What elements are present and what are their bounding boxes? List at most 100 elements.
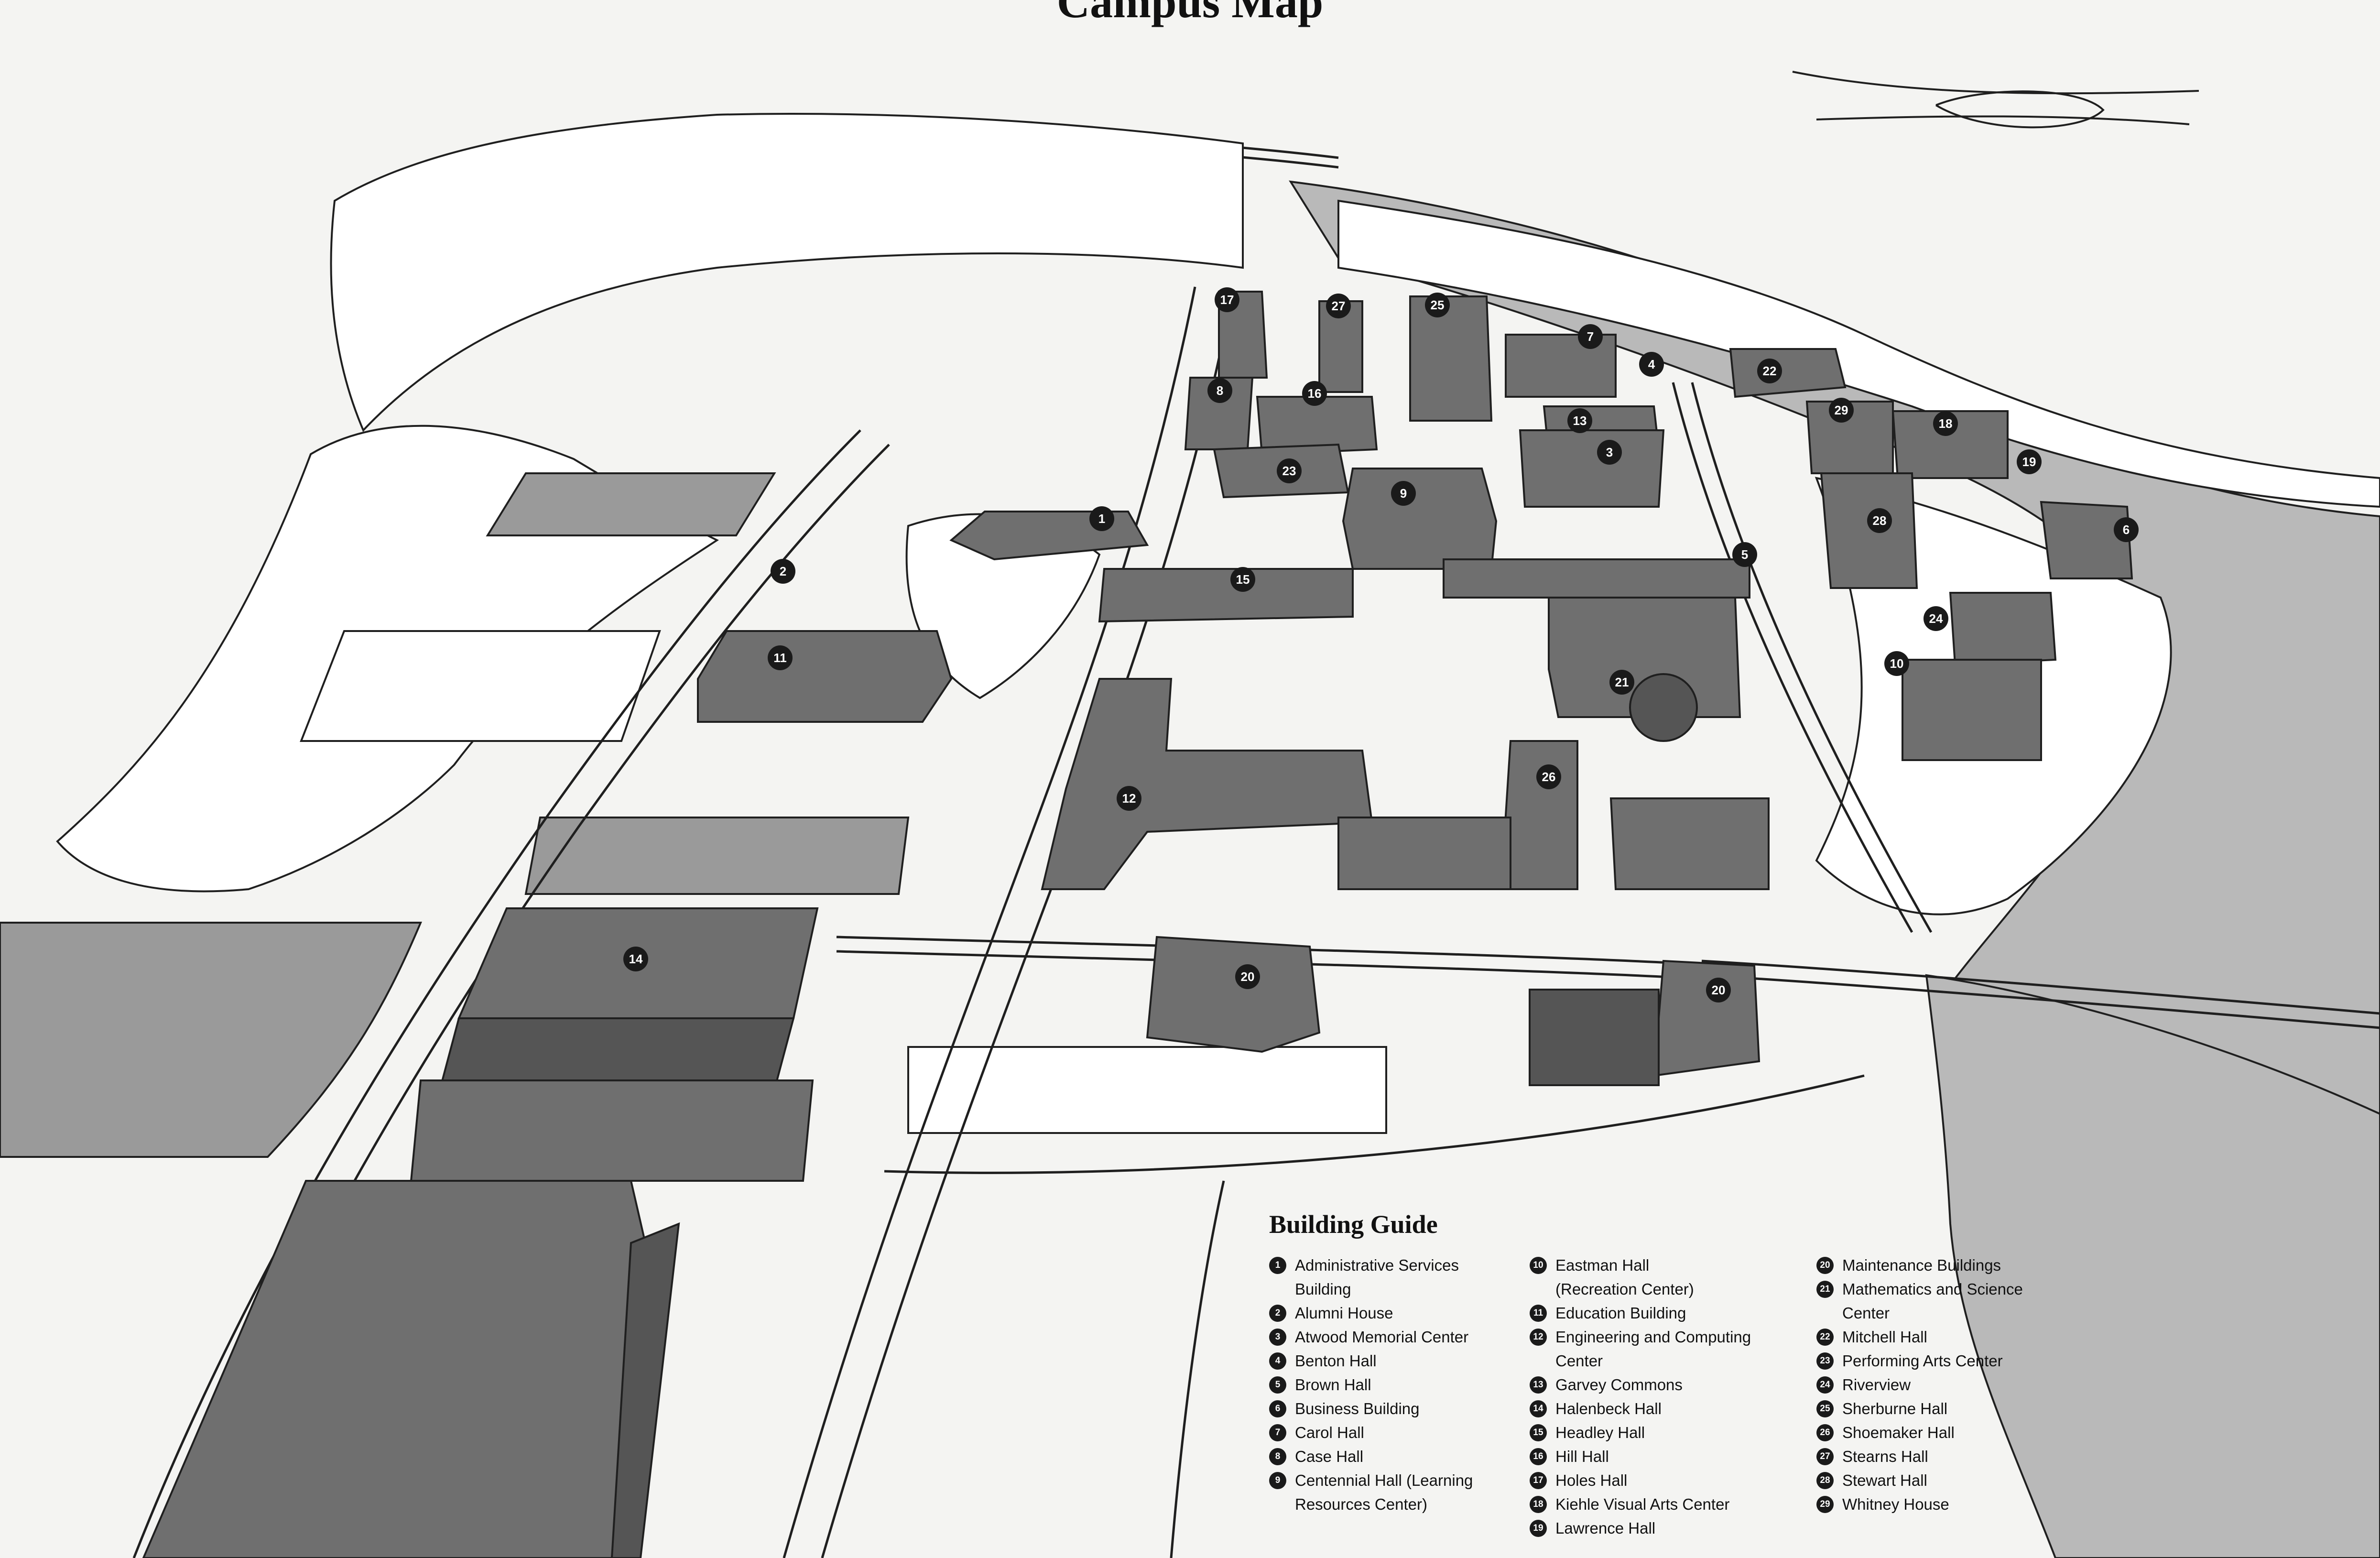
guide-entry-name: Case Hall (1295, 1448, 1364, 1465)
guide-entry-number: 4 (1269, 1352, 1286, 1370)
building-maintenance-2 (1652, 959, 1761, 1077)
building-hill (1256, 396, 1378, 456)
building-business (2040, 501, 2133, 579)
svg-text:9: 9 (1400, 486, 1407, 501)
guide-entry-name: Brown Hall (1295, 1376, 1371, 1394)
svg-text:27: 27 (1332, 299, 1346, 313)
svg-text:5: 5 (1741, 547, 1748, 562)
marker-22: 22 (1757, 359, 1782, 383)
marker-10: 10 (1884, 651, 1909, 676)
svg-text:20: 20 (1712, 983, 1726, 997)
building-lawrence (1891, 410, 2009, 479)
guide-entry-number: 9 (1269, 1472, 1286, 1489)
svg-text:20: 20 (1241, 970, 1255, 984)
guide-entry: 8 Case Hall (1269, 1445, 1530, 1469)
marker-23: 23 (1277, 458, 1302, 483)
marker-24: 24 (1924, 606, 1948, 631)
guide-entry-number: 8 (1269, 1448, 1286, 1465)
guide-entry-number: 23 (1816, 1352, 1834, 1370)
svg-text:23: 23 (1282, 464, 1296, 478)
highway-interchange (1792, 71, 2199, 129)
marker-29: 29 (1829, 398, 1854, 423)
guide-entry-number: 14 (1530, 1400, 1547, 1417)
guide-entry: 3 Atwood Memorial Center (1269, 1325, 1530, 1349)
guide-entry-name: Alumni House (1295, 1304, 1393, 1322)
guide-entry-number: 18 (1530, 1496, 1547, 1513)
guide-entry-number: 10 (1530, 1257, 1547, 1274)
marker-2: 2 (771, 559, 795, 584)
buildings (142, 291, 2133, 1558)
svg-text:12: 12 (1122, 791, 1136, 806)
guide-entry-number: 19 (1530, 1520, 1547, 1537)
guide-entry-number: 21 (1816, 1281, 1834, 1298)
building-atwood (1519, 429, 1665, 508)
guide-entry-name: Halenbeck Hall (1555, 1400, 1662, 1417)
guide-entry-name: Stewart Hall (1842, 1471, 1927, 1489)
svg-text:26: 26 (1542, 770, 1556, 784)
svg-text:22: 22 (1763, 364, 1777, 378)
guide-entry-name: Administrative Services Building (1295, 1256, 1459, 1298)
marker-1: 1 (1089, 506, 1114, 531)
svg-text:4: 4 (1648, 357, 1655, 371)
building-mitchell (1729, 348, 1847, 398)
building-centennial (1342, 468, 1498, 570)
guide-entry-name: Centennial Hall (Learning Resources Cent… (1295, 1471, 1473, 1513)
marker-20a: 20 (1235, 964, 1260, 989)
guide-entry-number: 12 (1530, 1329, 1547, 1346)
guide-entry-number: 29 (1816, 1496, 1834, 1513)
svg-text:10: 10 (1890, 656, 1904, 671)
guide-entry-name: Stearns Hall (1842, 1448, 1928, 1465)
svg-text:2: 2 (780, 564, 786, 578)
marker-8: 8 (1207, 378, 1232, 403)
svg-text:7: 7 (1587, 329, 1594, 344)
marker-3: 3 (1597, 440, 1622, 465)
guide-entry-number: 27 (1816, 1448, 1834, 1465)
guide-entry-number: 7 (1269, 1424, 1286, 1441)
planetarium-dome (1629, 673, 1698, 742)
building-shoemaker (1500, 740, 1578, 890)
guide-entry-name: Mathematics and Science Center (1842, 1280, 2023, 1322)
marker-18: 18 (1933, 411, 1958, 436)
svg-text:19: 19 (2022, 455, 2036, 469)
building-engineering (1041, 678, 1373, 890)
guide-entry-name: Hill Hall (1555, 1448, 1609, 1465)
guide-entry-name: Headley Hall (1555, 1424, 1645, 1441)
guide-entry-number: 15 (1530, 1424, 1547, 1441)
svg-text:21: 21 (1615, 675, 1629, 689)
svg-text:24: 24 (1929, 611, 1943, 626)
marker-21: 21 (1609, 670, 1634, 695)
marker-13: 13 (1567, 408, 1592, 433)
marker-6: 6 (2114, 517, 2139, 542)
marker-25: 25 (1425, 293, 1450, 317)
building-brown (1443, 558, 1750, 599)
building-holes (1218, 291, 1268, 379)
building-stewart (1820, 472, 1918, 589)
marker-5: 5 (1732, 542, 1757, 567)
svg-text:6: 6 (2123, 523, 2130, 537)
building-sherburne (1409, 295, 1493, 422)
guide-entry: 27 Stearns Hall (1816, 1445, 2103, 1469)
guide-entry-number: 28 (1816, 1472, 1834, 1489)
guide-entry-name: Riverview (1842, 1376, 1911, 1394)
guide-entry-number: 3 (1269, 1329, 1286, 1346)
guide-entry-name: Atwood Memorial Center (1295, 1328, 1469, 1346)
guide-entry-number: 13 (1530, 1376, 1547, 1394)
guide-entry-name: Holes Hall (1555, 1471, 1628, 1489)
svg-text:25: 25 (1431, 298, 1445, 312)
marker-26: 26 (1536, 764, 1561, 789)
guide-entry-name: Engineering and Computing Center (1555, 1328, 1751, 1370)
